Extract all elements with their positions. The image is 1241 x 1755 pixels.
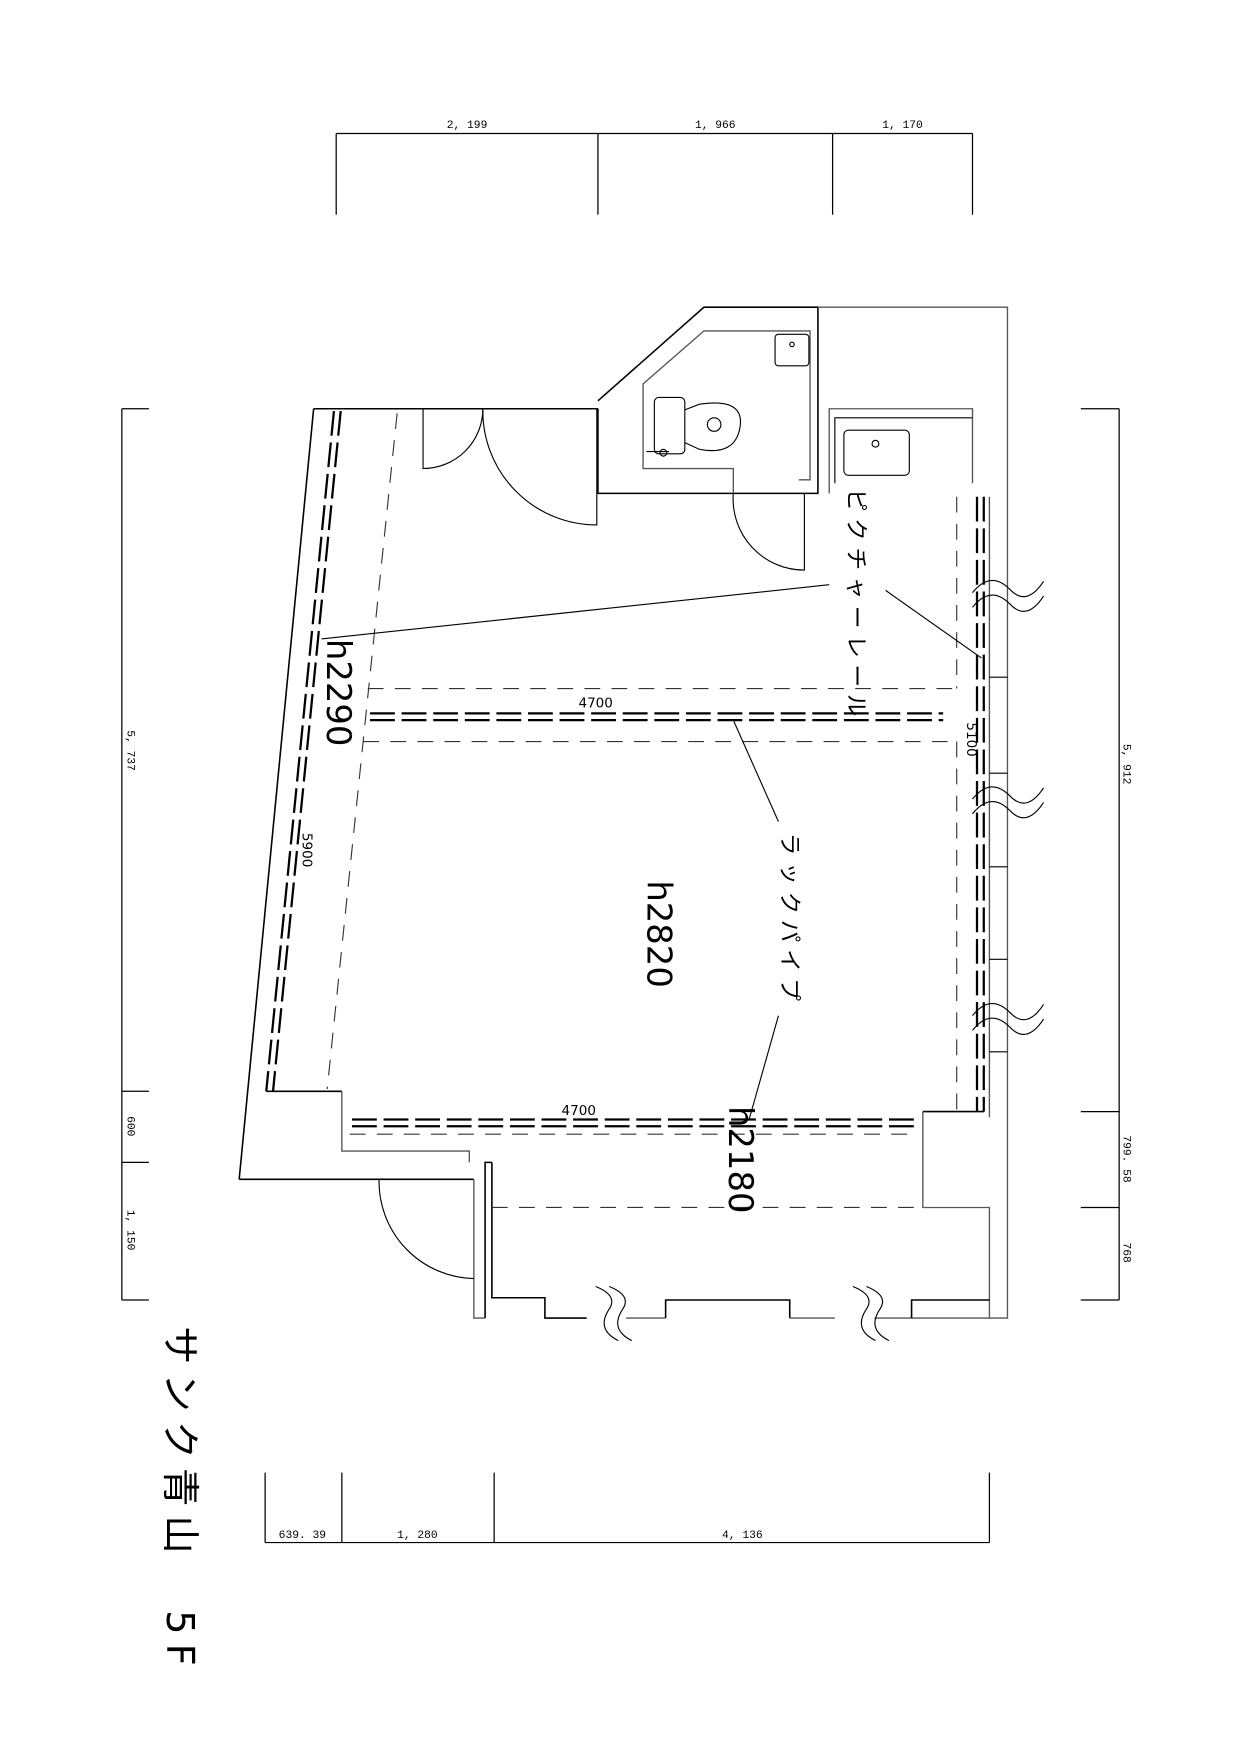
height-center-label: h2820 — [640, 880, 679, 988]
doors — [378, 408, 805, 1280]
dim-top-3: 1, 170 — [882, 120, 923, 132]
right-wall — [922, 496, 1045, 1319]
left-picture-rail — [265, 410, 342, 1093]
hanging-zones — [326, 413, 958, 1209]
top-dimensions: 2, 199 1, 966 1, 170 — [335, 120, 974, 215]
dim-right-3: 768 — [1120, 1242, 1132, 1263]
rack-pipe-label: ラックパイプ — [776, 833, 802, 1008]
break-mark-icon — [972, 786, 1045, 804]
door-swing-small — [422, 408, 484, 470]
outer-walls — [238, 306, 1009, 1319]
break-mark-icon — [595, 1285, 619, 1342]
dim-right-1: 5, 912 — [1120, 744, 1132, 785]
dim-top-2: 1, 966 — [695, 120, 736, 132]
leader-lines — [321, 584, 982, 1120]
break-mark-icon — [972, 1003, 1045, 1021]
picture-rail-label: ピクチャーレール — [842, 489, 868, 723]
door-swing-toilet — [732, 493, 805, 571]
door-swing-entrance — [378, 1179, 474, 1280]
sink-icon — [828, 408, 974, 494]
dim-bottom-1: 639. 39 — [279, 1530, 326, 1542]
rail-top-length: 4700 — [578, 696, 612, 712]
dim-left-1: 5, 737 — [123, 730, 135, 771]
left-dimensions: 5, 737 600 1, 150 — [121, 408, 149, 1301]
toilet-room — [642, 330, 811, 494]
break-mark-icon — [972, 579, 1045, 598]
dim-right-2: 799. 58 — [1120, 1135, 1132, 1183]
floor-title: サンク青山 5F — [157, 1326, 202, 1675]
bottom-dimensions: 639. 39 1, 280 4, 136 — [264, 1472, 991, 1544]
dim-left-2: 600 — [123, 1116, 135, 1137]
right-wall-length: 5100 — [963, 722, 979, 756]
rail-bottom-length: 4700 — [562, 1103, 596, 1119]
break-mark-icon — [852, 1285, 876, 1342]
toilet-icon — [646, 396, 742, 457]
height-left-label: h2290 — [319, 639, 358, 747]
dim-left-3: 1, 150 — [123, 1210, 135, 1251]
dim-bottom-2: 1, 280 — [397, 1530, 438, 1542]
entry-area — [341, 1091, 990, 1342]
height-bottom-label: h2180 — [721, 1106, 760, 1214]
door-swing-large — [482, 408, 598, 526]
dim-bottom-3: 4, 136 — [722, 1530, 763, 1542]
right-dimensions: 5, 912 799. 58 768 — [1080, 408, 1132, 1301]
hand-basin-icon — [774, 333, 810, 367]
left-wall-length: 5900 — [298, 833, 314, 867]
dim-top-1: 2, 199 — [447, 120, 488, 132]
rack-pipes — [351, 712, 944, 1128]
